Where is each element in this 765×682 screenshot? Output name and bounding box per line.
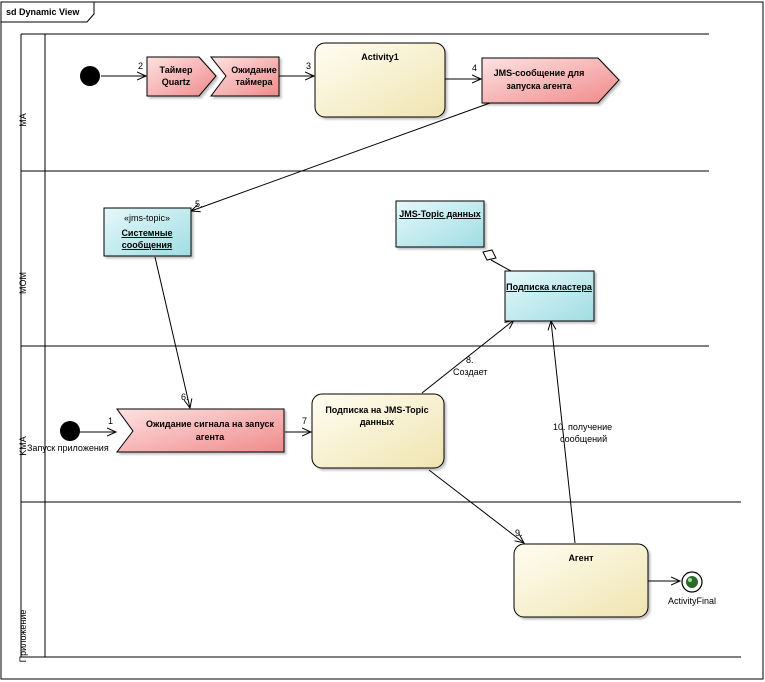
- final-node: [681, 571, 703, 593]
- node-timer-line2: Quartz: [162, 77, 191, 87]
- node-activity1[interactable]: Activity1: [314, 42, 446, 118]
- edge-7-label: 7: [302, 416, 307, 426]
- node-jms-sub[interactable]: Подписка на JMS-Topic данных: [311, 393, 445, 469]
- node-system-topic-line2: сообщения: [122, 240, 172, 250]
- edge-9-label: 9.: [515, 528, 523, 538]
- node-system-topic[interactable]: «jms-topic» Системные сообщения: [103, 207, 192, 257]
- edge-8-label-text: Создает: [453, 367, 487, 377]
- app-start-label: Запуск приложения: [27, 443, 109, 453]
- node-cluster-sub-label: Подписка кластера: [506, 282, 593, 292]
- edge-5-label: 5.: [195, 199, 203, 209]
- lane-mom-label: MOM: [18, 272, 28, 294]
- node-jms-message-line2: запуска агента: [506, 81, 572, 91]
- lane-app-label: Приложение: [18, 610, 28, 663]
- node-system-topic-stereotype: «jms-topic»: [124, 213, 170, 223]
- initial-node-ma: [80, 66, 100, 86]
- node-activity1-label: Activity1: [361, 52, 399, 62]
- aggregation-diamond: [482, 249, 497, 261]
- node-agent[interactable]: Агент: [513, 543, 649, 618]
- initial-node-kma: [60, 421, 80, 441]
- lane-kma-label: KMA: [18, 436, 28, 456]
- node-timer[interactable]: Таймер Quartz: [146, 56, 217, 97]
- node-wait-signal-line1: Ожидание сигнала на запуск: [146, 419, 275, 429]
- edges: [80, 76, 680, 581]
- lane-ma-label: MA: [18, 113, 28, 127]
- edge-6-label: 6.: [181, 392, 189, 402]
- edge-8: [421, 320, 514, 394]
- swimlanes: MA MOM KMA Приложение: [18, 33, 741, 663]
- edge-1-label: 1: [108, 416, 113, 426]
- edge-5: [191, 102, 491, 211]
- aggregation-link: [490, 259, 512, 272]
- node-jms-sub-line2: данных: [360, 417, 394, 427]
- edge-4-label: 4: [472, 63, 477, 73]
- node-wait-signal[interactable]: Ожидание сигнала на запуск агента: [115, 408, 285, 453]
- node-timer-line1: Таймер: [160, 65, 193, 75]
- edge-10-label-text: сообщений: [560, 434, 607, 444]
- edge-9: [428, 469, 524, 543]
- node-jms-message-line1: JMS-сообщение для: [494, 68, 585, 78]
- node-jms-topic-data[interactable]: JMS-Topic данных: [395, 200, 485, 248]
- node-jms-message[interactable]: JMS-сообщение для запуска агента: [481, 57, 620, 104]
- node-jms-sub-line1: Подписка на JMS-Topic: [325, 405, 428, 415]
- edge-8-label: 8.: [466, 355, 474, 365]
- frame-title-tab: [1, 2, 95, 23]
- node-system-topic-line1: Системные: [121, 228, 172, 238]
- edge-labels: 1 2 3 4 5. 6. 7 8. Создает 9. 10. получе…: [108, 61, 612, 538]
- node-cluster-sub[interactable]: Подписка кластера: [504, 270, 595, 322]
- node-agent-label: Агент: [568, 553, 594, 563]
- edge-6: [154, 256, 190, 408]
- edge-10: [551, 321, 576, 544]
- edge-3-label: 3: [306, 61, 311, 71]
- node-waiting-timer-line1: Ожидание: [231, 65, 277, 75]
- node-wait-signal-line2: агента: [196, 432, 226, 442]
- final-node-label: ActivityFinal: [668, 596, 716, 606]
- frame-title: sd Dynamic View: [6, 7, 80, 17]
- node-jms-topic-data-label: JMS-Topic данных: [399, 209, 481, 219]
- node-waiting-timer-line2: таймера: [235, 77, 273, 87]
- node-waiting-timer[interactable]: Ожидание таймера: [209, 56, 280, 97]
- edge-10-label: 10. получение: [553, 422, 612, 432]
- edge-2-label: 2: [138, 61, 143, 71]
